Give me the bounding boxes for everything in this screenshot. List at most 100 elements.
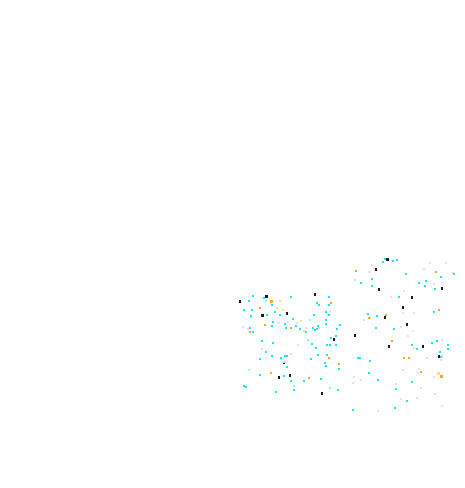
speckle-dot bbox=[413, 347, 415, 349]
speckle-dot bbox=[371, 278, 373, 280]
speckle-dot bbox=[290, 327, 292, 329]
speckle-dot bbox=[284, 361, 286, 363]
speckle-dot bbox=[412, 330, 414, 332]
speckle-dot bbox=[369, 360, 371, 362]
speckle-dot bbox=[313, 314, 315, 316]
speckle-dot bbox=[283, 375, 285, 377]
speckle-dot bbox=[259, 374, 261, 376]
speckle-dot bbox=[261, 348, 263, 350]
speckle-dot bbox=[338, 363, 340, 365]
speckle-dot bbox=[247, 328, 249, 330]
speckle-dot bbox=[355, 270, 357, 272]
speckle-dot bbox=[405, 273, 407, 275]
speckle-dot bbox=[252, 295, 254, 297]
speckle-dot bbox=[411, 344, 413, 346]
speckle-dot bbox=[440, 356, 442, 358]
speckle-dot bbox=[243, 385, 245, 387]
speckle-dot bbox=[296, 322, 298, 324]
speckle-dot bbox=[326, 344, 328, 346]
speckle-dot bbox=[436, 340, 438, 342]
speckle-dot bbox=[264, 324, 266, 326]
speckle-dot bbox=[325, 311, 327, 313]
speckle-dot bbox=[318, 327, 320, 329]
speckle-dot bbox=[368, 372, 370, 374]
speckle-dot bbox=[303, 380, 305, 382]
speckle-dot bbox=[424, 285, 426, 287]
speckle-dot bbox=[413, 312, 415, 314]
speckle-dot bbox=[243, 309, 245, 311]
speckle-dot bbox=[395, 383, 397, 385]
speckle-dot bbox=[406, 323, 408, 326]
speckle-dot bbox=[375, 268, 377, 271]
speckle-dot bbox=[391, 340, 393, 342]
speckle-dot bbox=[333, 338, 335, 341]
speckle-dot bbox=[339, 324, 341, 326]
speckle-dot bbox=[328, 357, 330, 359]
speckle-dot bbox=[321, 392, 323, 395]
speckle-dot bbox=[297, 344, 299, 346]
speckle-dot bbox=[398, 296, 400, 298]
speckle-dot bbox=[316, 328, 318, 330]
speckle-dot bbox=[388, 345, 390, 348]
speckle-dot bbox=[303, 330, 305, 332]
speckle-dot bbox=[272, 321, 274, 323]
speckle-dot bbox=[266, 314, 268, 316]
speckle-dot bbox=[434, 393, 436, 395]
speckle-dot bbox=[402, 306, 404, 309]
speckle-dot bbox=[390, 296, 392, 298]
speckle-dot bbox=[417, 372, 419, 374]
speckle-dot bbox=[382, 261, 384, 263]
speckle-dot bbox=[371, 285, 373, 287]
speckle-dot bbox=[329, 310, 331, 312]
speckle-dot bbox=[395, 388, 397, 390]
speckle-dot bbox=[295, 325, 297, 327]
speckle-dot bbox=[423, 268, 425, 270]
speckle-dot bbox=[249, 331, 251, 333]
speckle-dot bbox=[325, 319, 327, 321]
speckle-dot bbox=[440, 375, 443, 378]
speckle-dot bbox=[284, 323, 286, 325]
speckle-dot bbox=[425, 280, 427, 282]
speckle-dot bbox=[384, 258, 386, 260]
speckle-dot bbox=[400, 326, 402, 328]
speckle-dot bbox=[453, 273, 455, 275]
speckle-dot bbox=[371, 264, 373, 266]
speckle-dot bbox=[324, 362, 326, 364]
speckle-dot bbox=[431, 342, 433, 344]
speckle-dot bbox=[394, 407, 396, 409]
speckle-dot bbox=[426, 357, 428, 359]
speckle-dot bbox=[403, 357, 405, 359]
speckle-dot bbox=[377, 410, 379, 412]
speckle-dot bbox=[293, 389, 295, 391]
speckle-dot bbox=[248, 369, 250, 371]
speckle-dot bbox=[433, 283, 435, 285]
speckle-dot bbox=[367, 313, 369, 315]
speckle-dot bbox=[316, 302, 318, 304]
speckle-dot bbox=[293, 385, 295, 387]
speckle-dot bbox=[329, 387, 331, 389]
speckle-dot bbox=[441, 405, 443, 407]
speckle-dot bbox=[276, 307, 278, 309]
speckle-dot bbox=[242, 326, 244, 328]
speckle-dot bbox=[250, 315, 252, 317]
speckle-dot bbox=[328, 314, 330, 316]
speckle-dot bbox=[314, 293, 316, 296]
speckle-dot bbox=[328, 304, 330, 306]
speckle-dot bbox=[377, 379, 379, 381]
speckle-dot bbox=[338, 368, 340, 370]
speckle-dot bbox=[265, 295, 268, 298]
speckle-dot bbox=[259, 358, 261, 360]
speckle-dot bbox=[315, 347, 317, 349]
speckle-dot bbox=[440, 276, 442, 278]
speckle-dot bbox=[353, 376, 355, 378]
speckle-dot bbox=[447, 344, 449, 346]
speckle-dot bbox=[261, 314, 264, 317]
speckle-dot bbox=[359, 357, 361, 359]
speckle-dot bbox=[378, 288, 380, 291]
speckle-dot bbox=[420, 387, 422, 389]
speckle-dot bbox=[252, 331, 254, 333]
speckle-dot bbox=[368, 317, 370, 319]
speckle-dot bbox=[447, 348, 449, 350]
